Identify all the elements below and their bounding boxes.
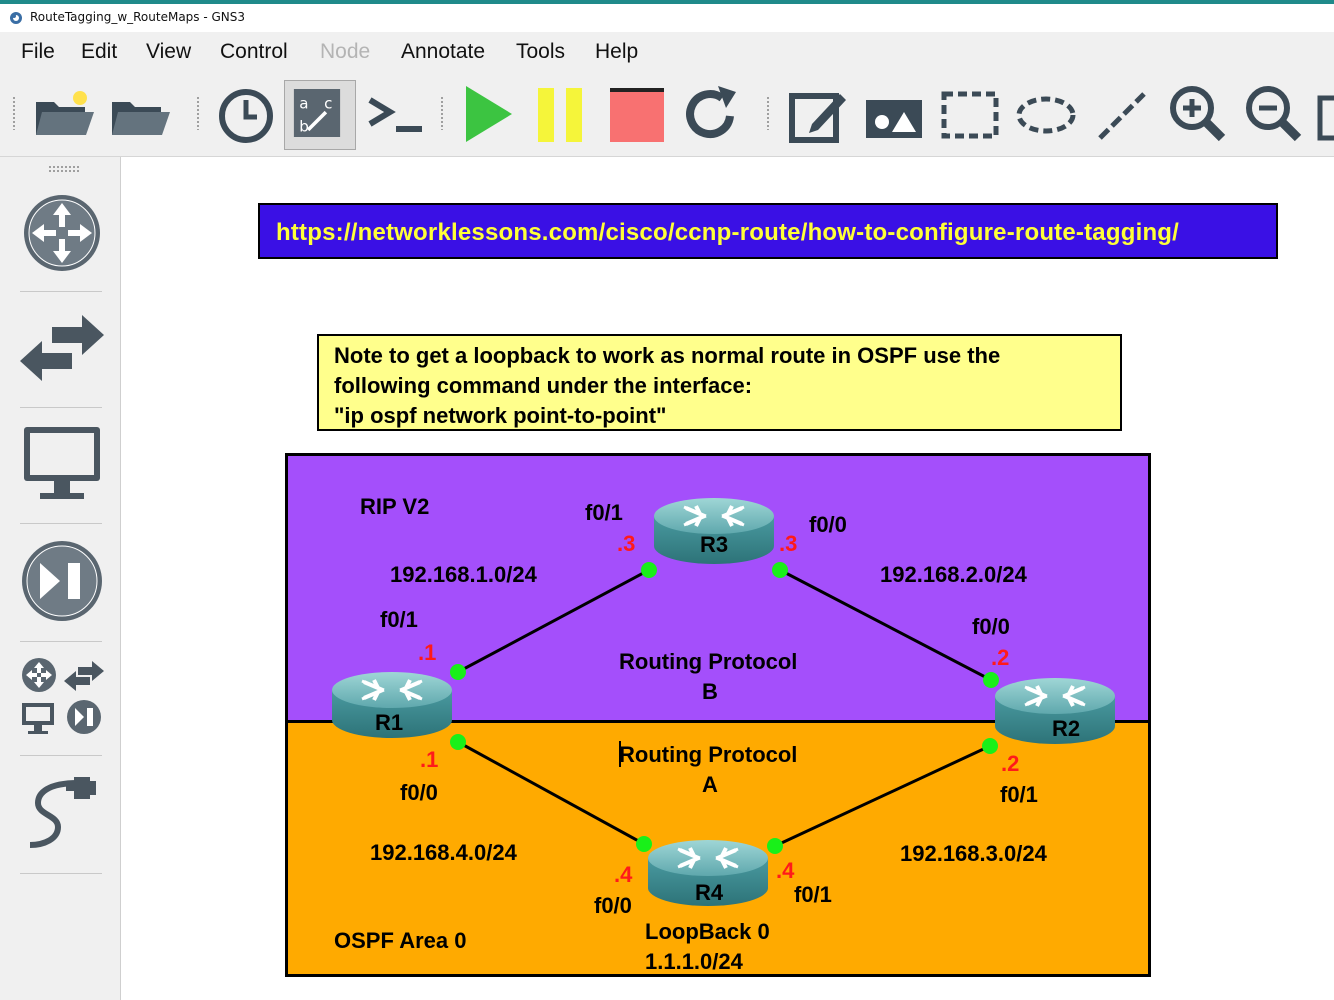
dock-grip[interactable] (48, 165, 80, 173)
console-icon[interactable] (364, 82, 428, 146)
url-note-text: https://networklessons.com/cisco/ccnp-ro… (276, 219, 1180, 246)
routers-icon[interactable] (18, 189, 106, 277)
note-line-2: following command under the interface: (334, 373, 753, 398)
menu-annotate[interactable]: Annotate (401, 40, 486, 63)
menu-edit[interactable]: Edit (81, 40, 118, 63)
note-line-3: "ip ospf network point-to-point" (334, 403, 667, 428)
menu-help[interactable]: Help (595, 40, 639, 63)
menu-tools[interactable]: Tools (516, 40, 566, 63)
gns3-app-icon (10, 12, 22, 24)
menu-file[interactable]: File (21, 40, 55, 63)
dock-separator (20, 291, 102, 292)
dock-separator (20, 641, 102, 642)
menu-bar: File Edit View Control Node Annotate Too… (0, 32, 1334, 71)
ospf-note[interactable]: Note to get a loopback to work as normal… (317, 334, 1122, 431)
window-title: RouteTagging_w_RouteMaps - GNS3 (30, 10, 246, 24)
open-folder-icon[interactable] (108, 82, 172, 146)
switches-icon[interactable] (18, 305, 106, 393)
svg-text:b: b (299, 118, 309, 136)
open-project-icon[interactable] (32, 82, 96, 146)
zoom-in-icon[interactable] (1166, 82, 1230, 146)
insert-image-icon[interactable] (862, 82, 926, 146)
add-note-icon[interactable] (786, 82, 850, 146)
toolbar-grip[interactable] (196, 96, 200, 130)
zoom-out-icon[interactable] (1242, 82, 1306, 146)
toolbar-grip[interactable] (766, 96, 770, 130)
note-line-1: Note to get a loopback to work as normal… (334, 343, 1001, 368)
svg-text:a: a (299, 95, 308, 113)
toolbar-grip[interactable] (440, 96, 444, 130)
screenshot-icon[interactable] (1316, 82, 1334, 146)
snapshot-clock-icon[interactable] (214, 82, 278, 146)
dock-separator (20, 755, 102, 756)
title-bar: RouteTagging_w_RouteMaps - GNS3 (0, 4, 1334, 32)
stop-icon[interactable] (606, 82, 670, 146)
suspend-icon[interactable] (528, 82, 592, 146)
draw-ellipse-icon[interactable] (1014, 82, 1078, 146)
url-note[interactable]: https://networklessons.com/cisco/ccnp-ro… (258, 203, 1278, 259)
device-dock (0, 157, 121, 1000)
toolbar-grip[interactable] (12, 96, 16, 130)
end-devices-icon[interactable] (18, 419, 106, 507)
draw-rectangle-icon[interactable] (938, 82, 1002, 146)
rip-zone-rectangle[interactable] (285, 453, 1151, 722)
ospf-zone-rectangle[interactable] (285, 720, 1151, 977)
svg-text:c: c (324, 95, 332, 113)
menu-node: Node (320, 40, 371, 63)
dock-separator (20, 873, 102, 874)
draw-line-icon[interactable] (1090, 82, 1154, 146)
window-top-border (0, 0, 1334, 4)
security-devices-icon[interactable] (18, 537, 106, 625)
dock-separator (20, 523, 102, 524)
dock-separator (20, 407, 102, 408)
reload-icon[interactable] (680, 82, 744, 146)
start-icon[interactable] (458, 82, 522, 146)
add-link-icon[interactable] (18, 767, 106, 855)
menu-view[interactable]: View (146, 40, 192, 63)
all-devices-icon[interactable] (18, 653, 106, 741)
menu-control[interactable]: Control (220, 40, 288, 63)
